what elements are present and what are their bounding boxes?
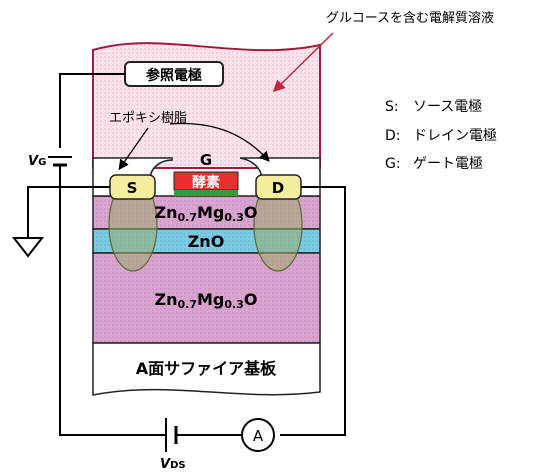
drain-wire xyxy=(280,186,346,436)
epoxy-label: エポキシ樹脂 xyxy=(109,111,187,126)
glucose-solution-label: グルコースを含む電解質溶液 xyxy=(326,10,494,26)
legend-gate-text: ゲート電極 xyxy=(413,156,483,172)
legend-source-key: S: xyxy=(385,99,399,115)
ground-symbol xyxy=(11,237,45,258)
legend-drain-key: D: xyxy=(385,128,401,144)
legend: S: ソース電極 D: ドレイン電極 G: ゲート電極 xyxy=(385,99,497,172)
source-wire xyxy=(27,186,110,238)
legend-source-text: ソース電極 xyxy=(413,99,482,115)
enzyme-immobilization xyxy=(174,190,238,196)
epoxy-arrow-left xyxy=(118,127,149,171)
source-label: S xyxy=(127,179,138,197)
reference-electrode-label: 参照電極 xyxy=(146,67,202,84)
gate-label: G xyxy=(200,151,212,169)
legend-gate-key: G: xyxy=(385,156,401,172)
zno-label: ZnO xyxy=(188,232,225,251)
ammeter-label: A xyxy=(253,427,264,445)
substrate-label: A面サファイア基板 xyxy=(136,359,277,378)
vds-label: VDS xyxy=(160,457,186,472)
gate-wire xyxy=(59,73,125,148)
vg-label: VG xyxy=(28,154,46,169)
vds-wire-left xyxy=(59,175,166,436)
enzyme-label: 酵素 xyxy=(192,174,220,191)
solution-arrow xyxy=(272,32,334,93)
drain-label: D xyxy=(272,179,284,197)
sapphire-substrate xyxy=(92,342,321,396)
legend-drain-text: ドレイン電極 xyxy=(413,128,497,144)
epoxy-arrow-right xyxy=(169,122,270,162)
